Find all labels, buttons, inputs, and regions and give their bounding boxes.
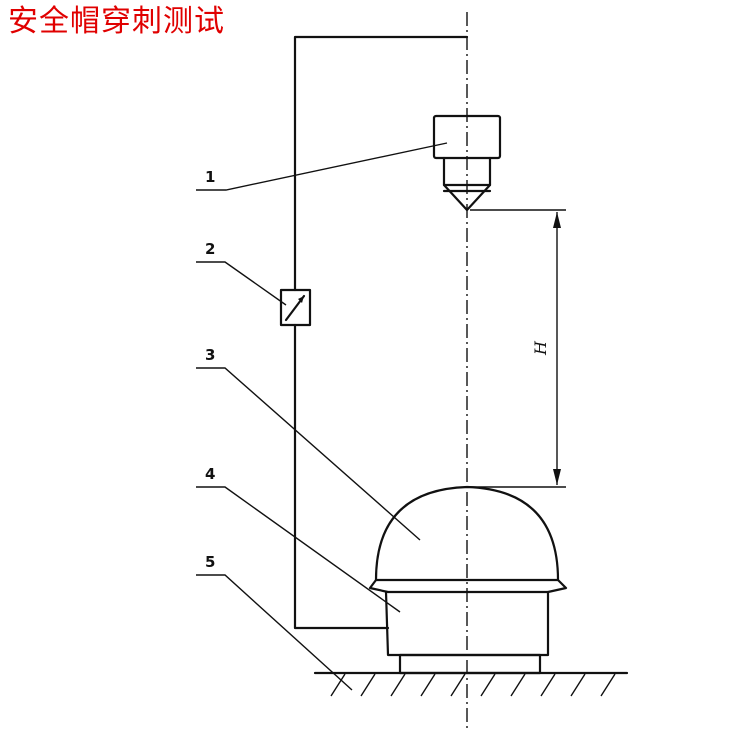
leader-line-2: [196, 261, 287, 306]
leader-line-4: [196, 486, 401, 613]
leader-line-1: [196, 142, 448, 191]
leader-lines: [196, 142, 448, 691]
height-label: H: [531, 340, 550, 356]
callout-2: 2: [205, 240, 215, 258]
circuit-wire-lower: [293, 323, 390, 630]
circuit-wire-upper: [293, 35, 469, 292]
callout-5: 5: [205, 553, 215, 571]
puncture-striker: [432, 114, 502, 212]
helmet-shell: [368, 485, 568, 594]
callout-3: 3: [205, 346, 215, 364]
leader-line-3: [196, 367, 421, 541]
callout-4: 4: [205, 465, 215, 483]
indicator-meter: [279, 288, 312, 327]
page-title: 安全帽穿刺测试: [8, 4, 225, 39]
drop-height-dimension: [470, 209, 566, 488]
leader-line-5: [196, 574, 353, 691]
callout-1: 1: [205, 168, 215, 186]
ground-base: [313, 671, 629, 697]
